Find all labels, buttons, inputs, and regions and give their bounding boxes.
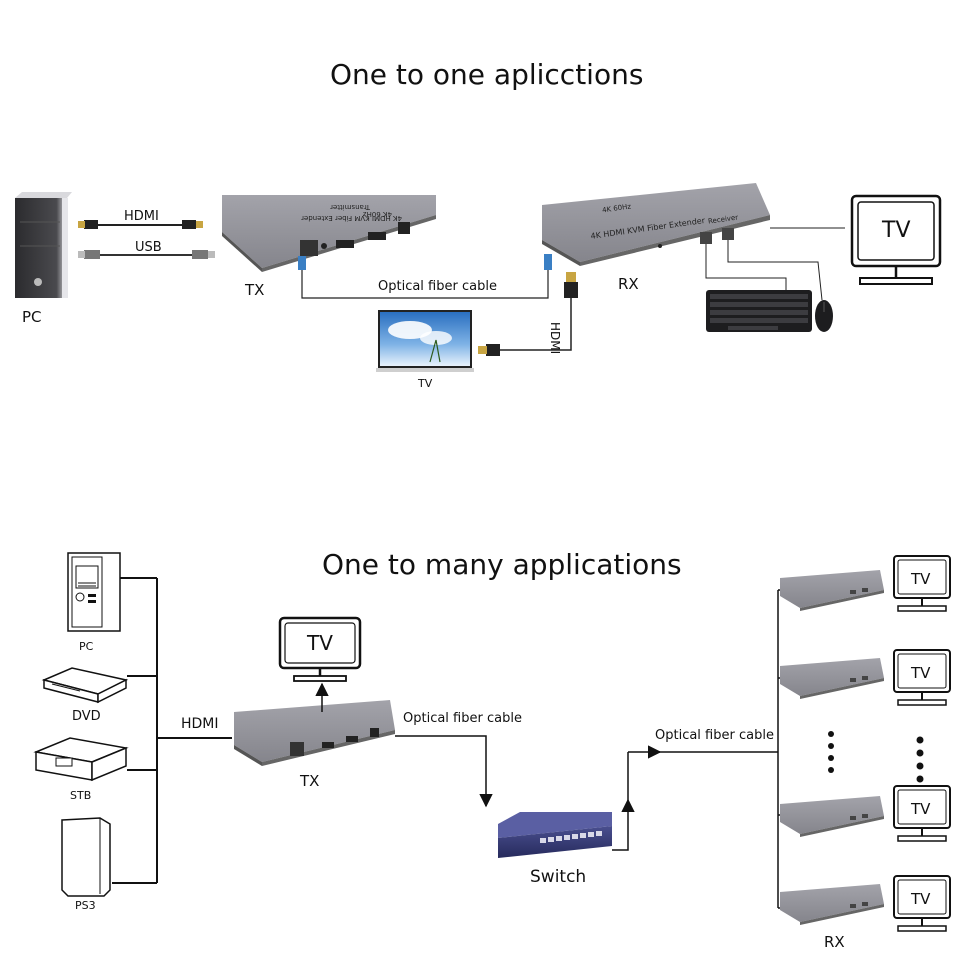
mouse-cable [727, 240, 823, 301]
keyboard-icon [706, 290, 812, 332]
hdmi-vertical-label: HDMI [548, 322, 562, 355]
tx-tv-icon [278, 616, 362, 682]
rx-extender-2 [780, 658, 884, 699]
tx-label-top: TX [245, 281, 265, 299]
fiber-label-left: Optical fiber cable [403, 711, 522, 726]
pc-tower-icon [15, 192, 72, 298]
usb-cable [78, 250, 215, 259]
hdmi-cable [78, 220, 203, 229]
fiber-label-top: Optical fiber cable [378, 279, 497, 294]
rx-tv-label-4: TV [911, 890, 931, 908]
pc-label: PC [22, 308, 42, 326]
tv-monitor-icon [850, 194, 942, 285]
ellipsis-dots-rx [828, 731, 834, 773]
rx-extender-1 [780, 570, 884, 611]
rx-extender-4 [780, 884, 884, 925]
rx-tv-label-2: TV [911, 664, 931, 682]
dvd-icon [41, 667, 129, 704]
tx-device-badge: 4K 60Hz [363, 210, 392, 218]
tx-extender-top [222, 195, 436, 272]
mouse-icon [815, 300, 833, 332]
tx-extender-bottom [234, 700, 395, 766]
rx-label-top: RX [618, 275, 639, 293]
tx-tv-label: TV [307, 631, 333, 655]
fiber-label-right: Optical fiber cable [655, 728, 774, 743]
local-tv-icon [376, 310, 474, 372]
local-tv-label: TV [418, 377, 433, 390]
switch-label: Switch [530, 867, 587, 887]
tx-device-text: 4K HDMI KVM Fiber Extender [301, 214, 402, 222]
rx-tv-label-3: TV [911, 800, 931, 818]
rx-bus [777, 589, 788, 909]
source-label-stb: STB [70, 789, 92, 802]
usb-cable-label: USB [135, 240, 162, 255]
local-hdmi-cable [478, 272, 578, 356]
fiber-to-switch [395, 735, 493, 808]
source-label-ps3: PS3 [75, 899, 96, 912]
rx-tv-icon-3 [893, 785, 951, 842]
bottom-title: One to many applications [322, 548, 682, 581]
rx-extender-3 [780, 796, 884, 837]
source-bus [112, 577, 232, 884]
hdmi-label-bottom: HDMI [181, 716, 219, 732]
rx-tv-icon-2 [893, 649, 951, 706]
source-label-pc: PC [79, 640, 94, 653]
pc-outline-icon [67, 552, 121, 632]
network-switch-icon [498, 812, 612, 858]
source-label-dvd: DVD [72, 709, 101, 724]
rx-label-bottom: RX [824, 933, 845, 951]
switch-uplink [612, 798, 635, 851]
rx-tv-icon-1 [893, 555, 951, 612]
hdmi-cable-label: HDMI [124, 209, 159, 224]
tx-label-bottom: TX [300, 772, 320, 790]
ellipsis-dots-tv [916, 736, 924, 783]
rx-tv-label-1: TV [911, 570, 931, 588]
top-title: One to one aplicctions [330, 58, 644, 91]
fiber-cable-top [298, 254, 552, 299]
stb-icon [33, 737, 129, 782]
tx-device-sub: Transmitter [330, 203, 371, 211]
rx-tv-icon-4 [893, 875, 951, 932]
ps3-icon [61, 817, 111, 897]
keyboard-cable [705, 244, 787, 292]
rx-extender-top [542, 183, 770, 266]
remote-tv-label: TV [882, 218, 911, 243]
